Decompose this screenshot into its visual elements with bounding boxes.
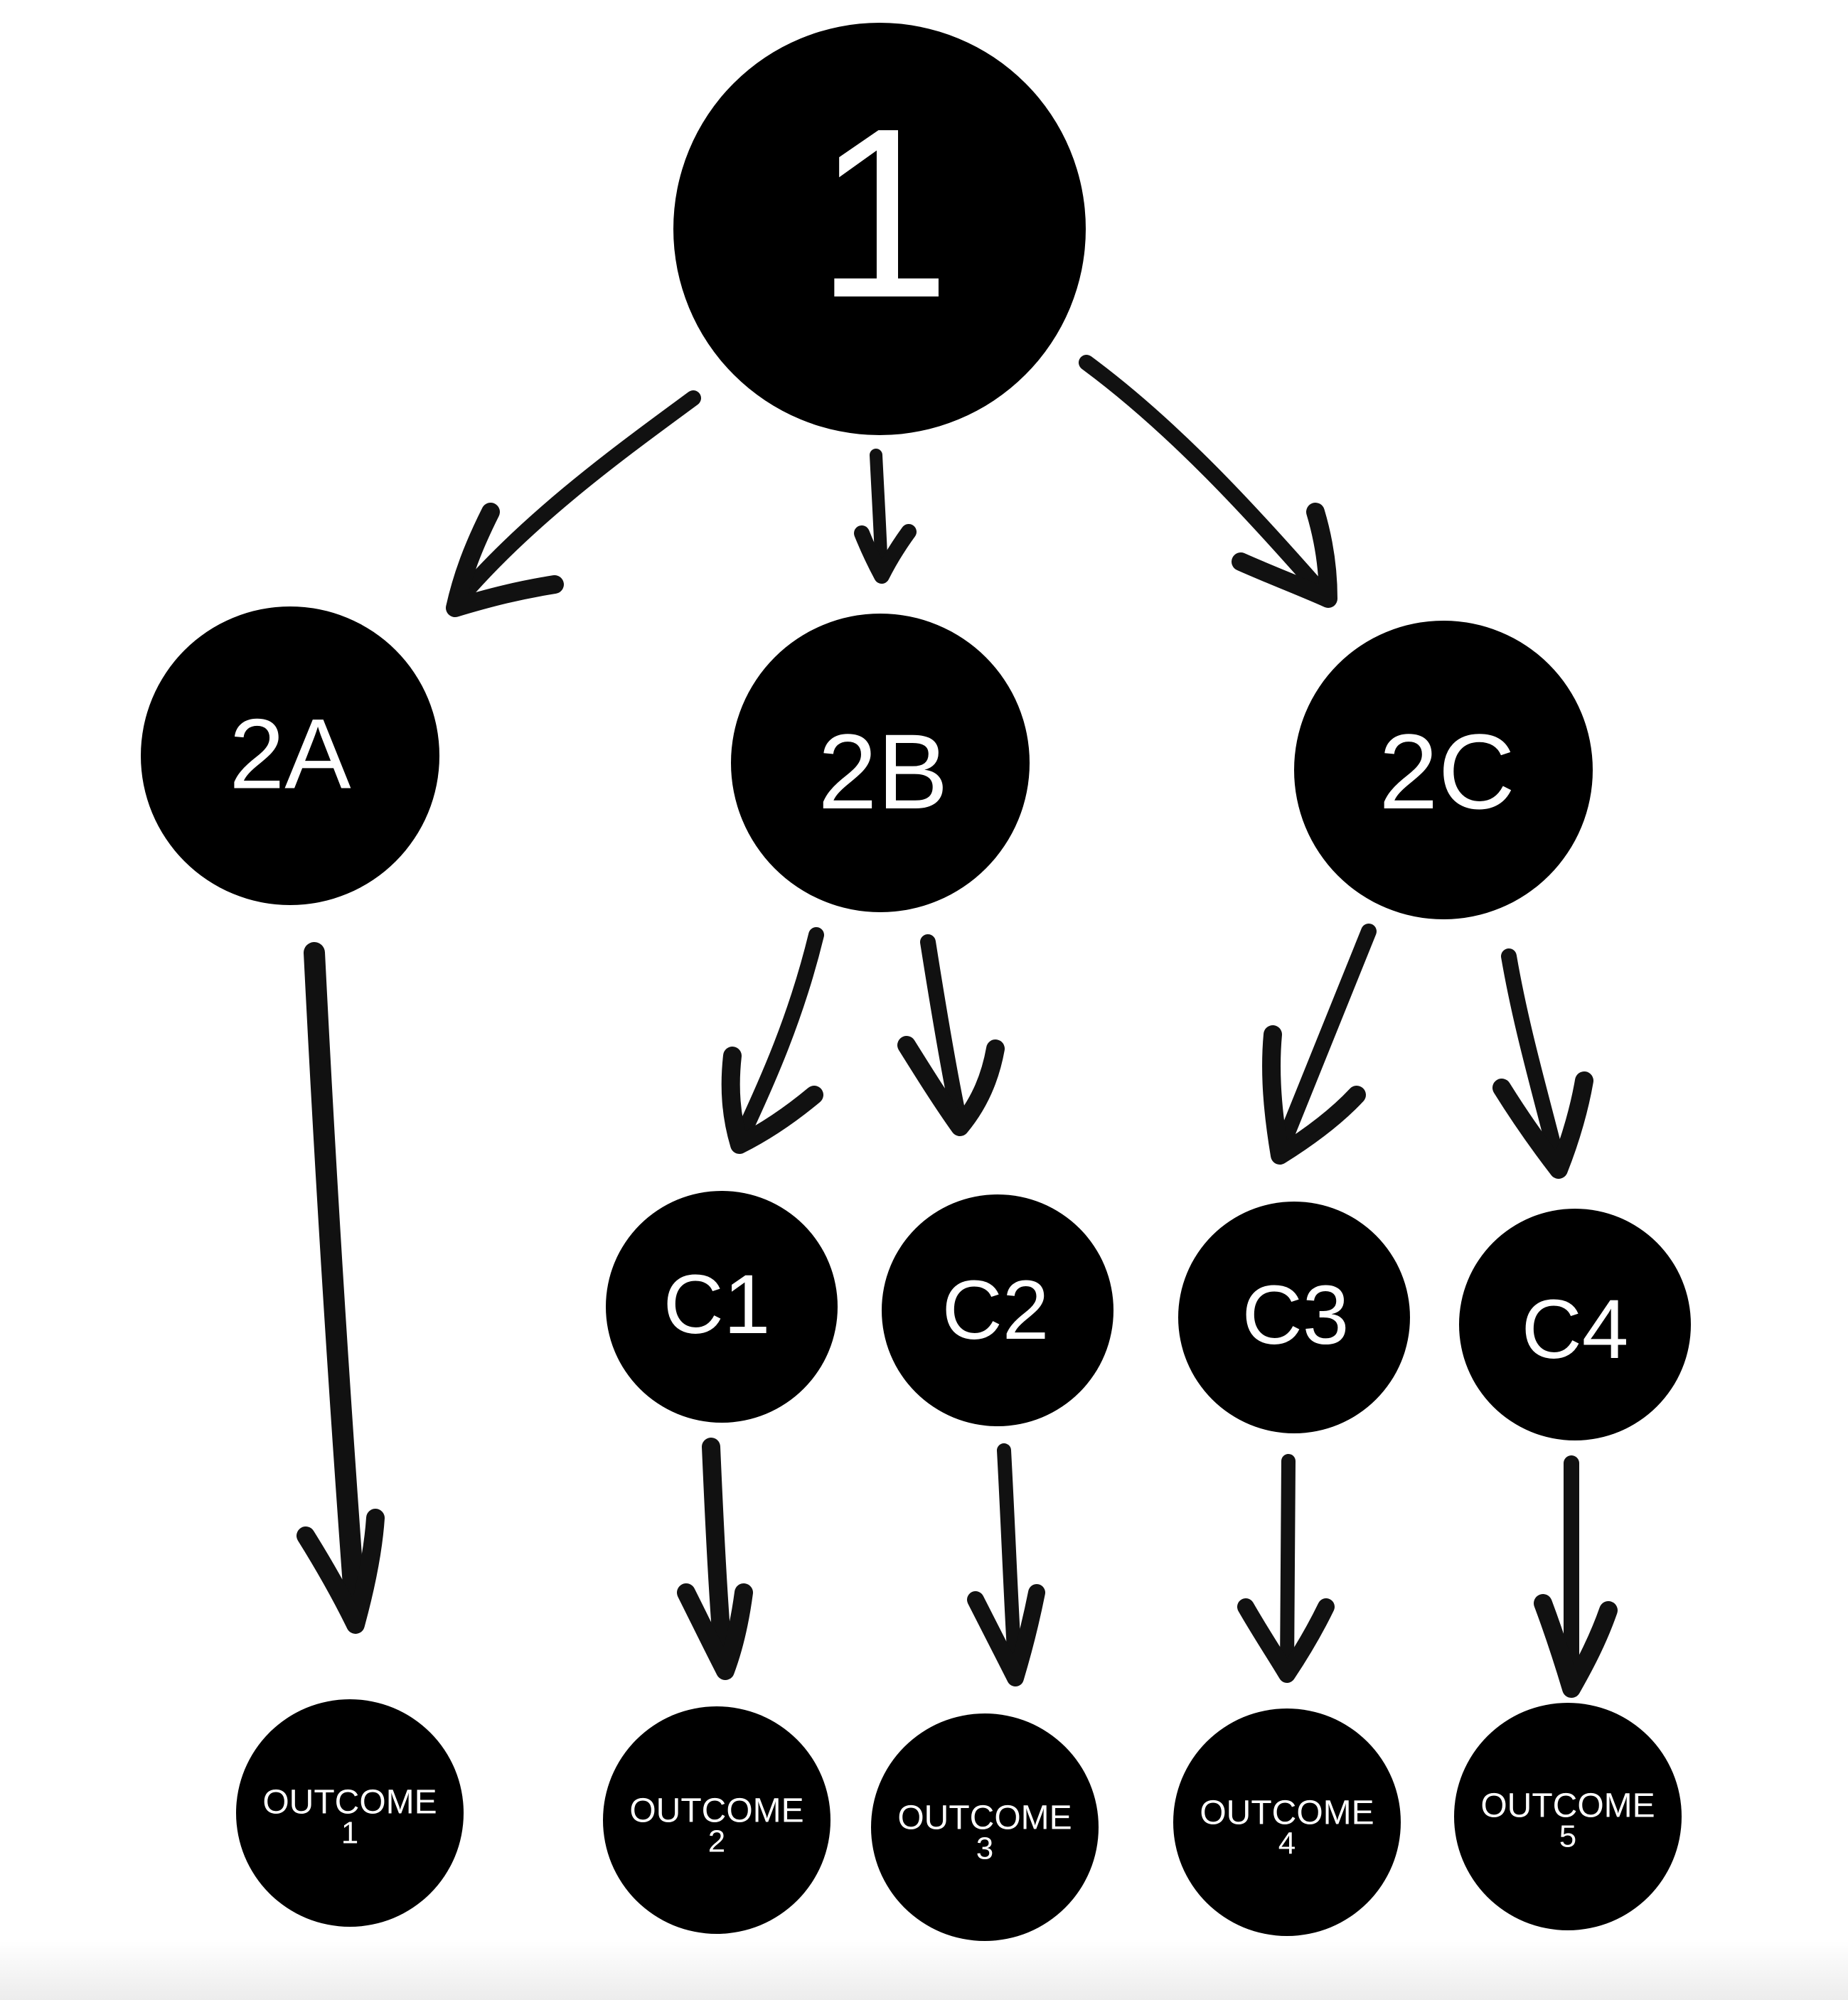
edge-2c-to-c4 bbox=[1492, 948, 1593, 1179]
node-c2: C2 bbox=[882, 1194, 1113, 1426]
outcome3-number: 3 bbox=[976, 1831, 993, 1866]
outcome4-word: OUTCOME bbox=[1200, 1795, 1374, 1832]
node-c4-label: C4 bbox=[1522, 1283, 1629, 1376]
edge-2b-to-c1 bbox=[721, 927, 824, 1154]
outcome2-number: 2 bbox=[708, 1824, 725, 1859]
edge-2a-to-outcome1 bbox=[297, 942, 385, 1634]
node-2b-label: 2B bbox=[818, 712, 948, 831]
node-outcome2: OUTCOME 2 bbox=[603, 1706, 830, 1934]
node-2a: 2A bbox=[141, 606, 439, 905]
node-2c-label: 2C bbox=[1379, 712, 1515, 831]
outcome5-number: 5 bbox=[1559, 1819, 1576, 1854]
edge-1-to-2c bbox=[1079, 355, 1337, 608]
node-outcome5: OUTCOME 5 bbox=[1454, 1703, 1682, 1930]
node-c2-label: C2 bbox=[942, 1263, 1049, 1357]
outcome1-number: 1 bbox=[341, 1816, 358, 1851]
outcome4-number: 4 bbox=[1278, 1827, 1296, 1861]
edge-2c-to-c3 bbox=[1262, 924, 1377, 1165]
node-root-label: 1 bbox=[816, 78, 950, 348]
outcome2-word: OUTCOME bbox=[629, 1792, 803, 1830]
node-c1: C1 bbox=[606, 1191, 838, 1423]
node-2c: 2C bbox=[1294, 621, 1593, 919]
edge-c1-to-outcome2 bbox=[677, 1438, 753, 1680]
edge-c3-to-outcome4 bbox=[1237, 1454, 1335, 1683]
outcome1-word: OUTCOME bbox=[262, 1784, 437, 1822]
edges bbox=[297, 355, 1618, 1698]
edge-1-to-2b bbox=[854, 449, 917, 584]
node-c1-label: C1 bbox=[663, 1258, 771, 1352]
node-outcome3: OUTCOME 3 bbox=[871, 1713, 1099, 1941]
node-2a-label: 2A bbox=[229, 698, 351, 810]
outcome3-word: OUTCOME bbox=[897, 1800, 1072, 1837]
edge-2b-to-c2 bbox=[897, 934, 1005, 1136]
edge-1-to-2a bbox=[446, 390, 701, 617]
node-outcome4: OUTCOME 4 bbox=[1173, 1708, 1401, 1936]
edge-c2-to-outcome3 bbox=[967, 1443, 1045, 1686]
node-c4: C4 bbox=[1459, 1209, 1691, 1440]
bottom-edge-strip bbox=[0, 1941, 1848, 2000]
outcome5-word: OUTCOME bbox=[1480, 1787, 1655, 1825]
node-root: 1 bbox=[673, 23, 1086, 435]
node-c3-label: C3 bbox=[1242, 1268, 1350, 1362]
edge-c4-to-outcome5 bbox=[1534, 1455, 1618, 1698]
node-2b: 2B bbox=[731, 614, 1030, 912]
node-c3: C3 bbox=[1178, 1202, 1410, 1433]
node-outcome1: OUTCOME 1 bbox=[236, 1699, 464, 1927]
